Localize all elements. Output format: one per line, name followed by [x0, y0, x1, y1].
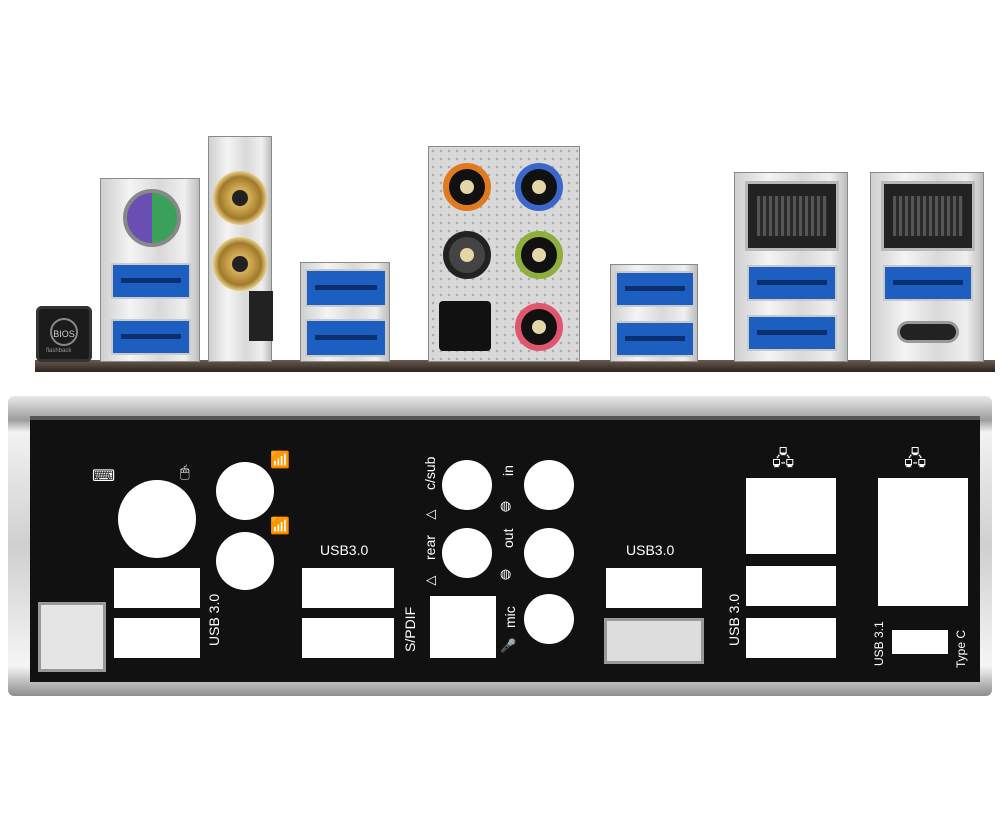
csub-label: c/sub [422, 456, 438, 490]
ps2-port[interactable] [123, 189, 181, 247]
usb-cutout [302, 618, 394, 658]
usb-port[interactable] [747, 315, 837, 351]
wifi-antenna-icon: 📶 [270, 518, 290, 535]
spdif-label: S/PDIF [402, 606, 418, 652]
antenna-cutout [216, 462, 274, 520]
out-label: out [500, 528, 516, 548]
speaker-icon: ◍ [500, 498, 512, 513]
audio-cutout [524, 460, 574, 510]
antenna-connector[interactable] [213, 237, 267, 291]
usb-port[interactable] [111, 263, 191, 299]
audio-jack-orange[interactable] [443, 163, 491, 211]
headphone-icon: ◍ [500, 566, 512, 581]
usb31-label: USB 3.1 [872, 621, 886, 666]
usb-port[interactable] [615, 271, 695, 307]
usb-cutout [604, 618, 704, 664]
usb-port[interactable] [305, 319, 387, 357]
audio-cutout [524, 594, 574, 644]
usb30-label-mid: USB3.0 [320, 542, 369, 558]
antenna-cutout [216, 532, 274, 590]
ethernet-port[interactable] [745, 181, 839, 251]
board-edge [35, 360, 995, 372]
antenna-bracket [208, 136, 273, 362]
usb-cutout [114, 618, 200, 658]
spdif-cutout [430, 596, 496, 658]
usb-cutout [114, 568, 200, 608]
network-icon: 🖧 [772, 448, 795, 470]
network-icon: 🖧 [904, 448, 927, 470]
bios-sub-label: flashback [46, 348, 72, 354]
ps2-usb-stack [100, 178, 200, 362]
typec-cutout [892, 630, 948, 654]
usb-type-c-port[interactable] [897, 321, 959, 343]
usb-port[interactable] [883, 265, 973, 301]
typec-label: Type C [954, 629, 968, 668]
usb-port[interactable] [305, 269, 387, 307]
bios-flashback-button[interactable]: BIOS flashback [36, 306, 92, 362]
audio-jack-black[interactable] [443, 231, 491, 279]
usb30-label-right: USB3.0 [626, 542, 675, 558]
usb30-label-right-vertical: USB 3.0 [726, 593, 742, 646]
usb-cutout [302, 568, 394, 608]
bios-badge: BIOS [50, 318, 78, 346]
usb-port[interactable] [747, 265, 837, 301]
bios-label: BIOS [53, 329, 75, 339]
ethernet-port[interactable] [881, 181, 975, 251]
ethernet-cutout [746, 478, 836, 554]
audio-jack-pink[interactable] [515, 303, 563, 351]
antenna-connector[interactable] [213, 171, 267, 225]
audio-jack-green[interactable] [515, 231, 563, 279]
keyboard-icon: ⌨ [92, 468, 116, 485]
lan-usb-typec-stack [870, 172, 984, 362]
mouse-icon: 🖱 [180, 464, 190, 481]
lan-usb-stack [734, 172, 848, 362]
microphone-icon: 🎤 [500, 638, 517, 653]
header-block [249, 291, 273, 341]
audio-cutout [442, 460, 492, 510]
usb30-label-left: USB 3.0 [206, 593, 222, 646]
usb-port[interactable] [615, 321, 695, 357]
audio-jack-blue[interactable] [515, 163, 563, 211]
wifi-antenna-icon: 📶 [270, 452, 290, 469]
usb-cutout [606, 568, 702, 608]
usb-port[interactable] [111, 319, 191, 355]
audio-block [428, 146, 580, 362]
audio-cutout [442, 528, 492, 578]
ethernet-usb-cutout [878, 478, 968, 606]
rear-label: rear [422, 535, 438, 560]
usb-stack [300, 262, 390, 362]
usb-stack [610, 264, 698, 362]
mic-label: mic [502, 606, 518, 628]
io-shield: ⌨ 🖱 📶 📶 USB 3.0 USB3.0 c/sub in ◍ rear ◁… [30, 416, 980, 682]
in-label: in [500, 465, 516, 476]
ps2-cutout [118, 480, 196, 558]
usb-cutout [746, 566, 836, 606]
bios-button-cutout [38, 602, 106, 672]
speaker-icon: ◁ [426, 506, 436, 521]
audio-cutout [524, 528, 574, 578]
usb-cutout [746, 618, 836, 658]
spdif-port[interactable] [439, 301, 491, 351]
speaker-icon: ◁ [426, 572, 436, 587]
